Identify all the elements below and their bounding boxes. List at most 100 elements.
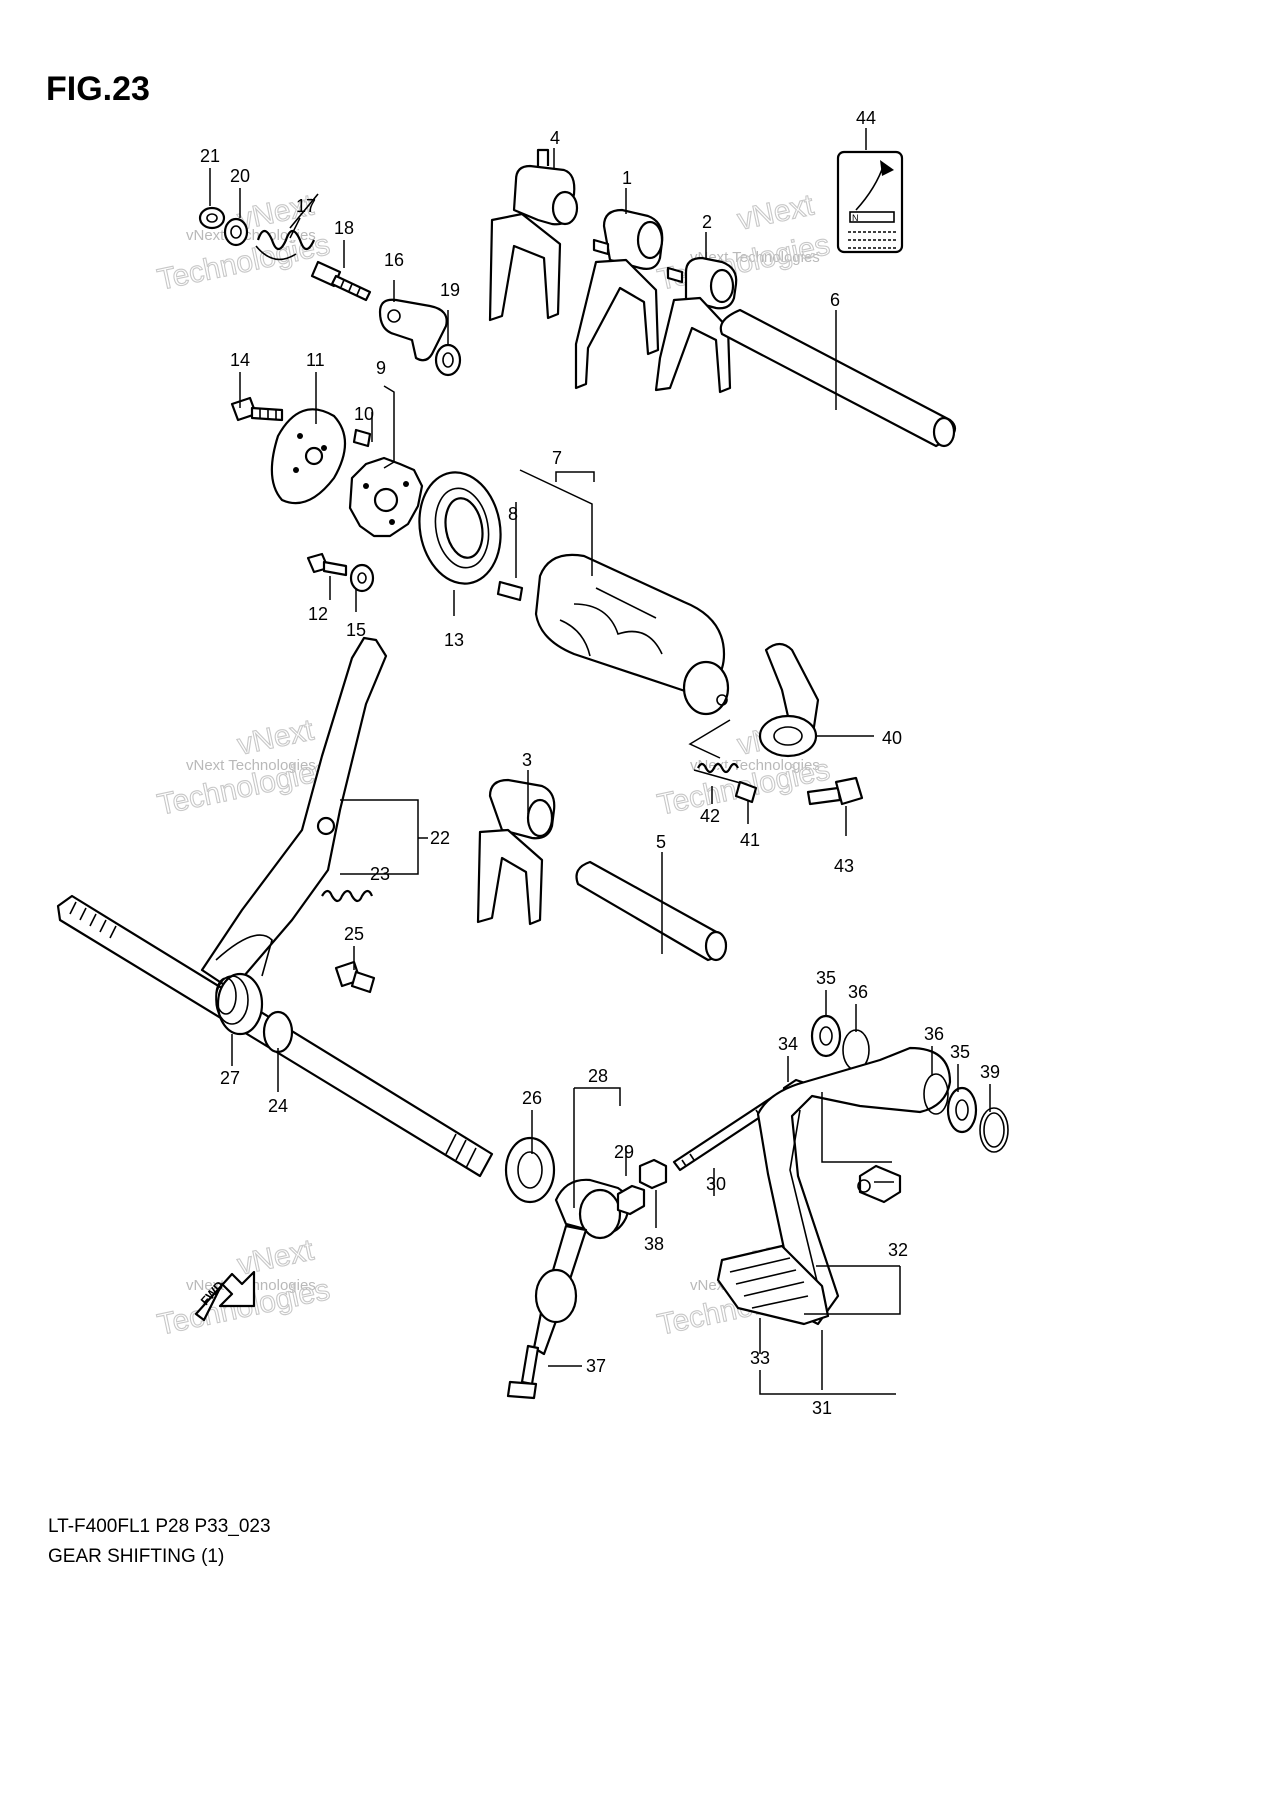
callout-34: 34 xyxy=(778,1034,798,1054)
label-plate-symbol: N xyxy=(852,213,859,223)
part-2-shift-fork xyxy=(654,256,738,394)
callout-15: 15 xyxy=(346,620,366,640)
part-25-bolt xyxy=(334,960,376,994)
callout-29: 29 xyxy=(614,1142,634,1162)
part-17-spring xyxy=(255,193,319,261)
part-43-bolt xyxy=(806,776,864,806)
part-4-shift-fork xyxy=(488,148,579,322)
callout-18: 18 xyxy=(334,218,354,238)
callout-44: 44 xyxy=(856,108,876,128)
callout-35-lower: 35 xyxy=(950,1042,970,1062)
callout-36-upper: 36 xyxy=(848,982,868,1002)
figure-title: FIG.23 xyxy=(46,70,150,108)
part-16-plate xyxy=(378,298,448,362)
part-7-cam-drum xyxy=(534,553,730,716)
part-20-washer xyxy=(223,217,249,247)
callout-42: 42 xyxy=(700,806,720,826)
part-38-nut xyxy=(638,1158,668,1190)
svg-text:Technologies: Technologies xyxy=(655,228,833,297)
callout-22: 22 xyxy=(430,828,450,848)
part-44-label-plate: N xyxy=(836,150,904,254)
part-18-bolt xyxy=(310,260,372,302)
leader-lines xyxy=(209,128,991,1395)
watermark-mid-left: vNext Technologies vNext Technologies xyxy=(154,713,333,822)
callout-30: 30 xyxy=(706,1174,726,1194)
part-23-spring xyxy=(321,889,374,903)
part-9-shift-cam xyxy=(348,456,424,538)
callout-2: 2 xyxy=(702,212,712,232)
callout-35-upper: 35 xyxy=(816,968,836,988)
callout-13: 13 xyxy=(444,630,464,650)
part-14-bolt xyxy=(230,396,284,422)
part-3-shift-fork xyxy=(476,778,556,926)
part-33-footrest-rubber xyxy=(716,1244,830,1326)
callout-16: 16 xyxy=(384,250,404,270)
callout-36-lower: 36 xyxy=(924,1024,944,1044)
callout-40: 40 xyxy=(882,728,902,748)
callout-28: 28 xyxy=(588,1066,608,1086)
part-26-bearing xyxy=(504,1136,556,1204)
svg-text:vNext: vNext xyxy=(235,1233,318,1281)
callouts: 21 20 17 18 16 19 4 1 2 44 6 14 11 9 10 … xyxy=(200,108,1000,1418)
part-11-plate xyxy=(270,408,346,505)
part-10-pin xyxy=(352,428,372,448)
callout-39: 39 xyxy=(980,1062,1000,1082)
callout-25: 25 xyxy=(344,924,364,944)
callout-26: 26 xyxy=(522,1088,542,1108)
callout-10: 10 xyxy=(354,404,374,424)
part-40-gearshift-stopper xyxy=(758,642,820,758)
callout-33: 33 xyxy=(750,1348,770,1368)
part-35-washer-upper xyxy=(810,1014,842,1058)
part-28-gearshift-lever xyxy=(532,1178,630,1356)
part-1-shift-fork xyxy=(574,208,664,390)
part-36-washer-lower xyxy=(923,1073,949,1115)
parts: N xyxy=(56,148,1009,1400)
callout-3: 3 xyxy=(522,750,532,770)
callout-12: 12 xyxy=(308,604,328,624)
part-5-shaft xyxy=(575,860,728,962)
part-35-washer-lower xyxy=(946,1086,978,1134)
part-19-washer xyxy=(434,343,462,377)
callout-9: 9 xyxy=(376,358,386,378)
callout-38: 38 xyxy=(644,1234,664,1254)
part-31-gearshift-pedal xyxy=(756,1046,952,1326)
callout-41: 41 xyxy=(740,830,760,850)
part-12-bolt xyxy=(306,552,348,577)
callout-11: 11 xyxy=(306,350,325,370)
svg-text:vNext Technologies: vNext Technologies xyxy=(186,227,316,244)
callout-4: 4 xyxy=(550,128,560,148)
callout-19: 19 xyxy=(440,280,460,300)
callout-43: 43 xyxy=(834,856,854,876)
callout-6: 6 xyxy=(830,290,840,310)
part-13-bearing xyxy=(418,471,502,585)
part-37-bolt xyxy=(506,1344,540,1400)
callout-21: 21 xyxy=(200,146,220,166)
part-21-nut xyxy=(198,206,226,230)
part-24-washer xyxy=(262,1010,294,1054)
svg-text:vNext: vNext xyxy=(735,188,818,236)
part-42-spring xyxy=(693,762,745,785)
callout-8: 8 xyxy=(508,504,518,524)
part-27-spring xyxy=(215,972,264,1036)
svg-text:vNext: vNext xyxy=(235,713,318,761)
callout-20: 20 xyxy=(230,166,250,186)
callout-23: 23 xyxy=(370,864,390,884)
part-29-nut xyxy=(616,1184,646,1216)
part-41-pin xyxy=(734,780,758,804)
part-8-pin xyxy=(496,580,524,602)
callout-14: 14 xyxy=(230,350,250,370)
callout-5: 5 xyxy=(656,832,666,852)
callout-37: 37 xyxy=(586,1356,606,1376)
part-32-bolt xyxy=(857,1164,902,1204)
callout-1: 1 xyxy=(622,168,632,188)
part-22-gearshift-arm xyxy=(200,636,388,992)
callout-27: 27 xyxy=(220,1068,240,1088)
part-39-circlip xyxy=(979,1107,1009,1153)
callout-31: 31 xyxy=(812,1398,832,1418)
part-6-shaft xyxy=(719,308,957,448)
callout-7: 7 xyxy=(552,448,562,468)
part-15-washer xyxy=(349,563,375,593)
figure-caption: GEAR SHIFTING (1) xyxy=(48,1546,224,1567)
